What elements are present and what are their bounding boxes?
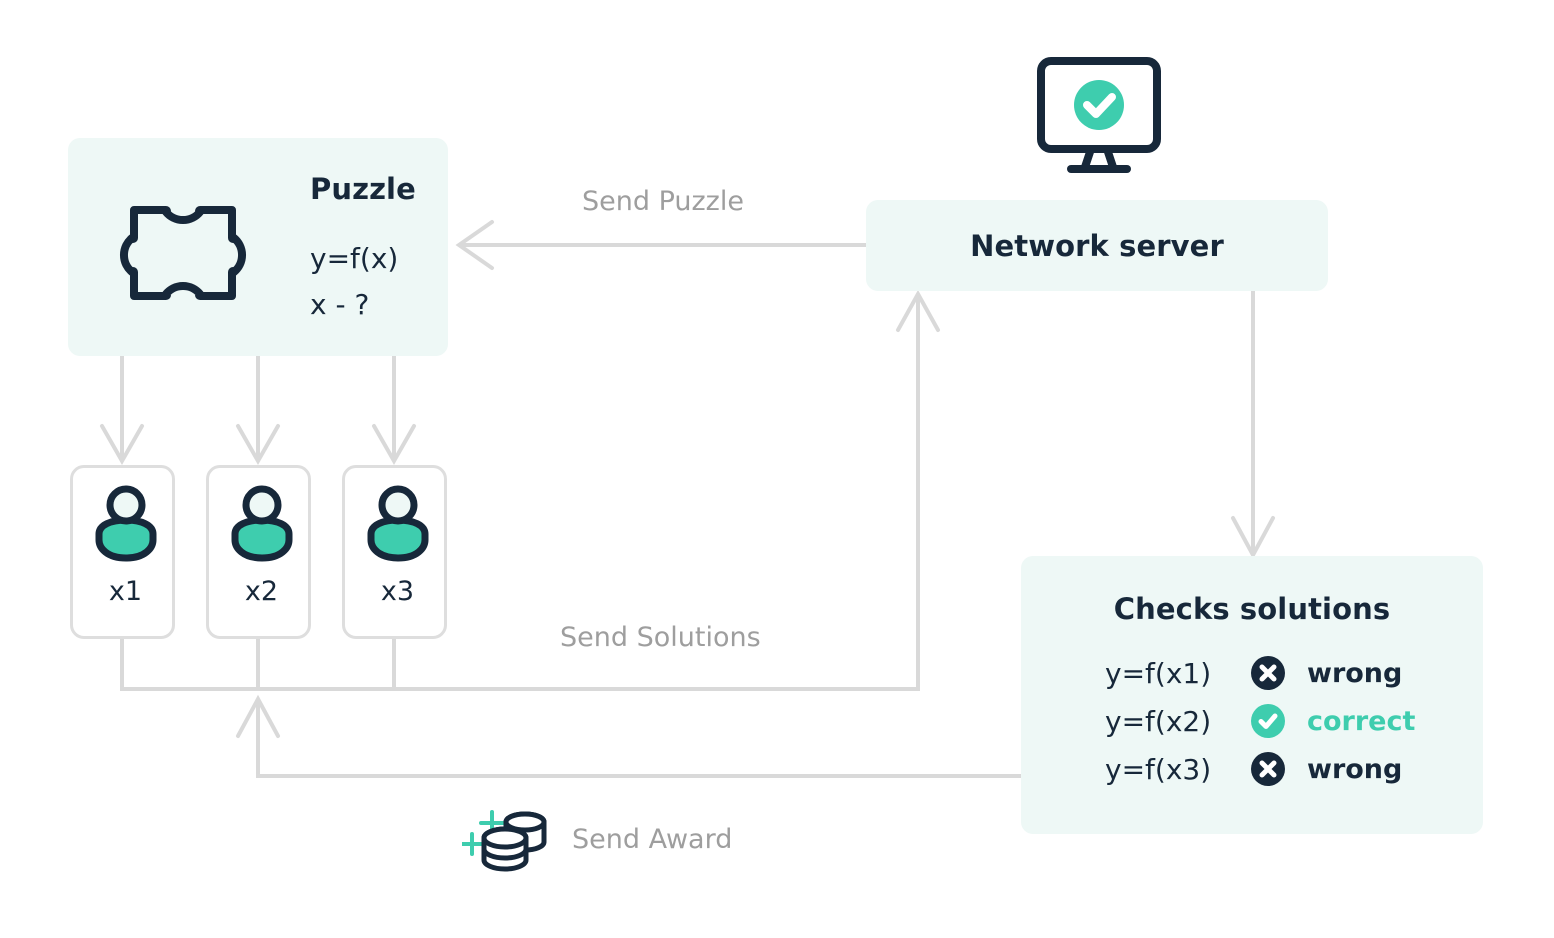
puzzle-card: Puzzle y=f(x) x - ? — [68, 138, 448, 356]
person-icon — [231, 485, 293, 562]
user-card-x2[interactable]: x2 — [206, 465, 311, 639]
user-card-label: x3 — [380, 576, 415, 607]
check-row: y=f(x2) correct — [1105, 704, 1415, 738]
network-server-title: Network server — [970, 228, 1224, 263]
edge-send-solutions — [120, 289, 940, 691]
check-row-expr: y=f(x3) — [1105, 752, 1212, 786]
checks-solutions-title: Checks solutions — [1113, 592, 1391, 626]
edge-send-puzzle — [455, 220, 866, 270]
check-glyph — [1083, 93, 1116, 118]
edge-puzzle-to-users — [100, 356, 416, 466]
puzzle-piece-icon — [119, 206, 247, 300]
x-circle-icon — [1251, 752, 1285, 786]
check-row: y=f(x1) wrong — [1105, 656, 1402, 690]
user-card-label: x1 — [108, 576, 143, 607]
user-card-x1[interactable]: x1 — [70, 465, 175, 639]
check-row-status: wrong — [1307, 657, 1403, 689]
edge-label-send-award: Send Award — [572, 823, 733, 855]
network-server-card: Network server — [866, 200, 1328, 291]
puzzle-card-line2: x - ? — [310, 288, 370, 321]
edge-label-send-solutions: Send Solutions — [560, 622, 761, 653]
checks-solutions-card: Checks solutions y=f(x1) wrong y=f(x2) c… — [1021, 556, 1483, 834]
monitor-check-icon — [1037, 57, 1161, 173]
x-circle-icon — [1251, 656, 1285, 690]
user-card-label: x2 — [244, 576, 279, 607]
coins-icon — [462, 810, 547, 872]
person-icon — [367, 485, 429, 562]
check-row-status: correct — [1307, 705, 1416, 737]
edge-label-send-puzzle: Send Puzzle — [582, 186, 744, 217]
check-row: y=f(x3) wrong — [1105, 752, 1402, 786]
person-icon — [95, 485, 157, 562]
puzzle-card-title: Puzzle — [310, 172, 416, 206]
edge-send-award — [236, 694, 1021, 778]
user-card-x3[interactable]: x3 — [342, 465, 447, 639]
check-row-expr: y=f(x2) — [1105, 704, 1212, 738]
check-circle-icon — [1251, 704, 1285, 738]
check-row-status: wrong — [1307, 753, 1403, 785]
edge-server-to-checks — [1231, 291, 1275, 560]
edge-label-send-award-group: Send Award — [462, 806, 732, 872]
puzzle-card-line1: y=f(x) — [310, 242, 399, 275]
check-row-expr: y=f(x1) — [1105, 656, 1212, 690]
